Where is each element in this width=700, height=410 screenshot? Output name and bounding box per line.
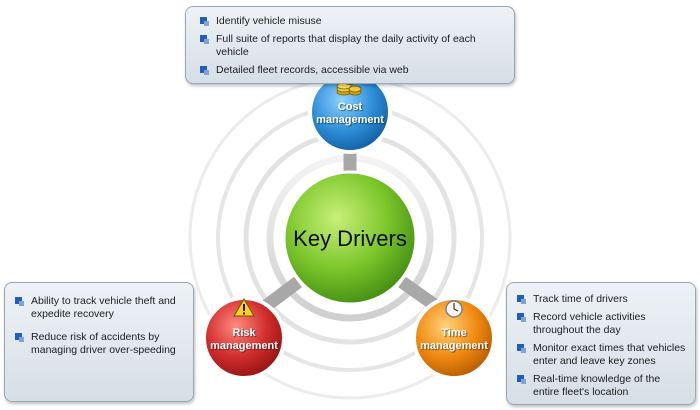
list-item-text: Real-time knowledge of the entire fleet'…: [533, 373, 661, 398]
cost-label-line2: management: [316, 114, 384, 126]
list-item: Detailed fleet records, accessible via w…: [200, 64, 504, 77]
connector-time: [398, 276, 440, 312]
list-item: Track time of drivers: [517, 293, 687, 306]
list-item-text: Full suite of reports that display the d…: [216, 33, 476, 58]
bullet-icon: [15, 297, 24, 306]
time-details-box: Track time of drivers Record vehicle act…: [506, 282, 696, 405]
warning-icon: [233, 298, 255, 317]
time-label-line2: management: [420, 340, 488, 352]
time-label: Time management: [404, 327, 504, 353]
risk-details-box: Ability to track vehicle theft and exped…: [4, 282, 194, 402]
bullet-icon: [200, 66, 209, 75]
time-node: [412, 296, 496, 380]
cost-label: Cost management: [300, 101, 400, 127]
list-item-text: Monitor exact times that vehicles enter …: [533, 342, 686, 367]
list-item-text: Identify vehicle misuse: [216, 15, 322, 27]
list-item: Record vehicle activities throughout the…: [517, 311, 687, 337]
list-item: Reduce risk of accidents by managing dri…: [15, 331, 185, 357]
risk-node: [202, 296, 286, 380]
bullet-icon: [200, 17, 209, 26]
list-item-text: Ability to track vehicle theft and exped…: [31, 295, 176, 320]
risk-label-line2: management: [210, 340, 278, 352]
time-label-line1: Time: [441, 327, 467, 339]
cost-label-line1: Cost: [337, 101, 363, 113]
list-item: Monitor exact times that vehicles enter …: [517, 342, 687, 368]
bullet-icon: [517, 295, 526, 304]
cost-details-box: Identify vehicle misuse Full suite of re…: [185, 6, 515, 84]
list-item: Identify vehicle misuse: [200, 15, 504, 28]
risk-label-line1: Risk: [232, 327, 256, 339]
bullet-icon: [517, 375, 526, 384]
list-item-text: Record vehicle activities throughout the…: [533, 311, 646, 336]
center-node: [282, 170, 418, 306]
connector-risk: [262, 276, 302, 312]
list-item: Real-time knowledge of the entire fleet'…: [517, 373, 687, 399]
bullet-icon: [517, 344, 526, 353]
list-item: Ability to track vehicle theft and exped…: [15, 295, 185, 321]
bullet-icon: [200, 35, 209, 44]
list-item-text: Track time of drivers: [533, 293, 628, 305]
list-item: Full suite of reports that display the d…: [200, 33, 504, 59]
list-item-text: Detailed fleet records, accessible via w…: [216, 64, 409, 76]
center-label: Key Drivers: [293, 226, 407, 251]
bullet-icon: [517, 313, 526, 322]
risk-label: Risk management: [194, 327, 294, 353]
list-item-text: Reduce risk of accidents by managing dri…: [31, 331, 176, 356]
clock-icon: [445, 300, 463, 318]
bullet-icon: [15, 333, 24, 342]
